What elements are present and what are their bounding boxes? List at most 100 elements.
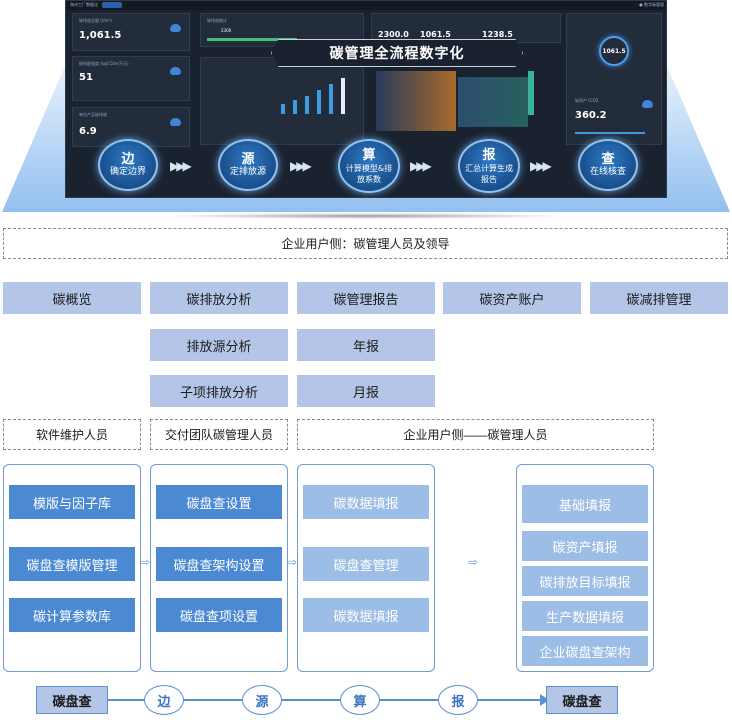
- arrow-right-icon: ⇨: [468, 555, 479, 569]
- chevron-right-icon: ▶▶▶: [290, 159, 312, 173]
- stat-value: 1238.5: [482, 30, 513, 39]
- flow-node-calculate: 算: [340, 685, 380, 715]
- module-monthly-report[interactable]: 月报: [297, 375, 435, 407]
- tile-data-entry-2[interactable]: 碳数据填报: [303, 598, 429, 632]
- role-enterprise: 企业用户侧——碳管理人员: [297, 419, 654, 450]
- step-char: 源: [241, 152, 255, 167]
- tile-data-entry[interactable]: 碳数据填报: [303, 485, 429, 519]
- flow-node-source: 源: [242, 685, 282, 715]
- tile-asset-entry[interactable]: 碳资产填报: [522, 531, 648, 561]
- kpi-label: 碳排放强度 (kgCO2e/万元): [79, 61, 129, 66]
- step-report: 报 汇总计算生成报告: [458, 139, 520, 193]
- module-annual-report[interactable]: 年报: [297, 329, 435, 361]
- stat-value: 1061.5: [420, 30, 451, 39]
- dashboard-screen: 海州工厂数据化 ● 数字碳管理 碳排放总量 (t/m²) 1,061.5 碳排放…: [65, 0, 667, 198]
- step-char: 查: [601, 152, 615, 167]
- cloud-icon: [170, 118, 181, 126]
- tile-basic-entry[interactable]: 基础填报: [522, 485, 648, 523]
- kpi-card-total: 碳排放总量 (t/m²) 1,061.5: [72, 13, 190, 51]
- step-char: 边: [121, 152, 135, 167]
- cloud-icon: [170, 24, 181, 32]
- flow-start: 碳盘查: [36, 686, 108, 714]
- chart-bar: [341, 78, 345, 114]
- tile-template-management[interactable]: 碳盘查模版管理: [9, 547, 135, 581]
- chart-bar: [329, 84, 333, 114]
- stats-card: 2300.0 1061.5 1238.5: [371, 13, 561, 43]
- chart-bar: [293, 100, 297, 114]
- tile-structure-entry[interactable]: 企业碳盘查架构: [522, 636, 648, 666]
- sankey-source: [376, 71, 456, 131]
- module-emission-analysis[interactable]: 碳排放分析: [150, 282, 288, 314]
- step-calculate: 算 计算模型&排放系数: [338, 139, 400, 193]
- chart-bar: [281, 104, 285, 114]
- flow-end: 碳盘查: [546, 686, 618, 714]
- tile-target-entry[interactable]: 碳排放目标填报: [522, 566, 648, 596]
- step-desc: 在线核查: [589, 167, 626, 177]
- asset-value: 360.2: [575, 110, 607, 121]
- tile-parameter-library[interactable]: 碳计算参数库: [9, 598, 135, 632]
- cloud-icon: [170, 67, 181, 75]
- chart-bar: [317, 90, 321, 114]
- module-subitem-analysis[interactable]: 子项排放分析: [150, 375, 288, 407]
- dashboard-hero: 海州工厂数据化 ● 数字碳管理 碳排放总量 (t/m²) 1,061.5 碳排放…: [0, 0, 732, 219]
- panel-final: 基础填报 碳资产填报 碳排放目标填报 生产数据填报 企业碳盘查架构: [516, 464, 654, 672]
- progress-label: 碳排放统计: [207, 18, 227, 23]
- cloud-icon: [642, 100, 653, 108]
- asset-card: 1061.5 碳资产 tCO2 360.2: [566, 13, 662, 145]
- dashboard-shadow: [160, 213, 570, 219]
- kpi-value: 6.9: [79, 126, 97, 137]
- panel-enterprise: 碳数据填报 碳盘查管理 碳数据填报: [297, 464, 435, 672]
- asset-progress: [575, 132, 645, 134]
- step-desc: 汇总计算生成报告: [465, 163, 513, 184]
- step-verify: 查 在线核查: [578, 139, 638, 191]
- module-asset-account[interactable]: 碳资产账户: [443, 282, 581, 314]
- kpi-label: 单位产品碳排放: [79, 112, 107, 117]
- step-desc: 确定边界: [109, 167, 146, 177]
- chart-bar: [305, 96, 309, 114]
- ring-gauge: 1061.5: [599, 36, 629, 66]
- step-char: 报: [482, 147, 496, 163]
- step-desc: 定排放源: [229, 167, 266, 177]
- flow-arrowhead-icon: [540, 694, 549, 706]
- bar-chart-card: [200, 57, 364, 145]
- kpi-card-intensity: 碳排放强度 (kgCO2e/万元) 51: [72, 56, 190, 101]
- role-delivery: 交付团队碳管理人员: [150, 419, 288, 450]
- step-char: 算: [362, 147, 376, 163]
- flow-node-boundary: 边: [144, 685, 184, 715]
- stat-value: 2300.0: [378, 30, 409, 39]
- asset-label: 碳资产 tCO2: [575, 98, 599, 103]
- tile-inventory-management[interactable]: 碳盘查管理: [303, 547, 429, 581]
- module-reduction-management[interactable]: 碳减排管理: [590, 282, 728, 314]
- screen-header: 海州工厂数据化 ● 数字碳管理: [66, 1, 666, 10]
- tile-structure-setup[interactable]: 碳盘查架构设置: [156, 547, 282, 581]
- screen-header-name: 海州工厂数据化: [70, 2, 98, 7]
- step-desc: 计算模型&排放系数: [345, 163, 393, 184]
- chevron-right-icon: ▶▶▶: [410, 159, 432, 173]
- kpi-value: 1,061.5: [79, 30, 122, 41]
- role-software: 软件维护人员: [3, 419, 141, 450]
- arrow-right-icon: ⇨: [140, 555, 151, 569]
- module-management-report[interactable]: 碳管理报告: [297, 282, 435, 314]
- ring-value: 1061.5: [602, 47, 626, 55]
- screen-header-right: ● 数字碳管理: [639, 2, 664, 7]
- enterprise-header: 企业用户侧：碳管理人员及领导: [3, 228, 728, 259]
- flow-node-report: 报: [438, 685, 478, 715]
- sankey-target: [528, 71, 534, 115]
- flow-line: [108, 699, 545, 701]
- tile-item-setup[interactable]: 碳盘查项设置: [156, 598, 282, 632]
- sankey-flow: [458, 77, 528, 127]
- tile-template-factor-library[interactable]: 模版与因子库: [9, 485, 135, 519]
- chevron-right-icon: ▶▶▶: [170, 159, 192, 173]
- panel-software: 模版与因子库 碳盘查模版管理 碳计算参数库: [3, 464, 141, 672]
- kpi-value: 51: [79, 72, 93, 83]
- screen-header-tag: [102, 2, 122, 8]
- progress-value: 2300: [221, 28, 232, 33]
- module-overview[interactable]: 碳概览: [3, 282, 141, 314]
- step-source: 源 定排放源: [218, 139, 278, 191]
- arrow-right-icon: ⇨: [287, 555, 298, 569]
- step-boundary: 边 确定边界: [98, 139, 158, 191]
- module-source-analysis[interactable]: 排放源分析: [150, 329, 288, 361]
- panel-delivery: 碳盘查设置 碳盘查架构设置 碳盘查项设置: [150, 464, 288, 672]
- tile-inventory-setup[interactable]: 碳盘查设置: [156, 485, 282, 519]
- tile-production-entry[interactable]: 生产数据填报: [522, 601, 648, 631]
